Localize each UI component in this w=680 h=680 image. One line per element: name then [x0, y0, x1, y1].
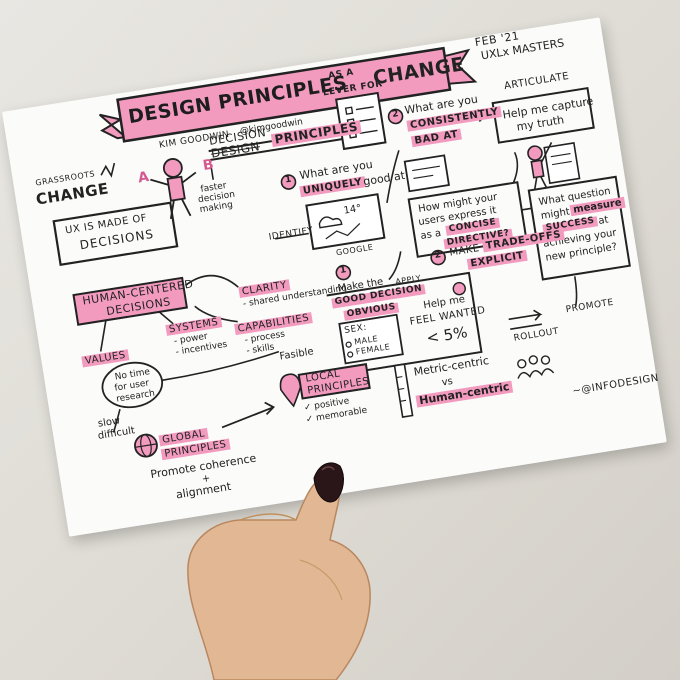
sketchnote-sheet: DESIGN PRINCIPLES AS A LEVER FOR CHANGE … — [2, 17, 667, 537]
